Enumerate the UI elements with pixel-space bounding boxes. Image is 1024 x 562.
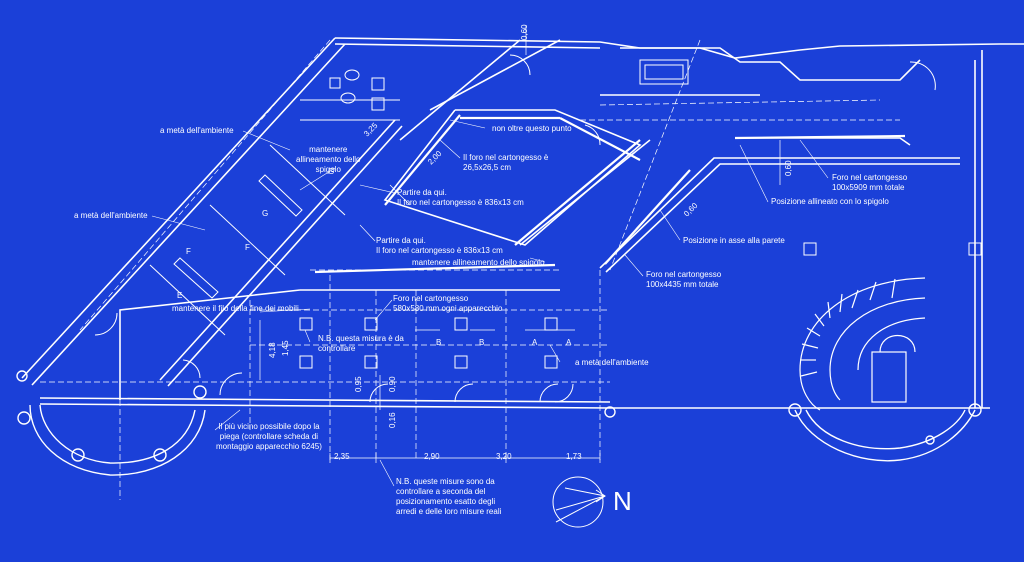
room-g-1: G: [328, 167, 335, 176]
dim-3-20: 3,20: [496, 452, 512, 461]
dim-0-60-top: 0,60: [520, 24, 529, 40]
note-meta-ambiente-3: a metà dell'ambiente: [575, 358, 649, 367]
note-mantenere-allineamento: mantenere allineamento dello spigolo: [296, 145, 361, 174]
note-nb-misura: N.B. questa misura è da controllare: [318, 334, 404, 353]
dim-0-90: 0,90: [388, 376, 397, 392]
dim-a-1: A: [532, 338, 538, 347]
note-meta-ambiente-2: a metà dell'ambiente: [74, 211, 148, 220]
note-foro-5909: Foro nel cartongesso 100x5909 mm totale: [832, 173, 908, 192]
doors: [94, 54, 936, 403]
note-foro-26: Il foro nel cartongesso è 26,5x26,5 cm: [463, 153, 549, 172]
note-foro-4435: Foro nel cartongesso 100x4435 mm totale: [646, 270, 722, 289]
dim-0-95: 0,95: [354, 376, 363, 392]
dim-1-45: 1,45: [281, 340, 290, 356]
dim-0-16: 0,16: [388, 412, 397, 428]
dim-b-1: B: [436, 338, 442, 347]
outer-walls: [21, 37, 1024, 409]
left-round-bay: [16, 370, 207, 476]
dim-b-2: B: [479, 338, 485, 347]
note-meta-ambiente-1: a metà dell'ambiente: [160, 126, 234, 135]
recessed-slots: [314, 114, 906, 274]
bathroom-fixtures: [300, 69, 400, 121]
note-piu-vicino: Il più vicino possibile dopo la piega (c…: [216, 422, 322, 451]
light-fixtures: [299, 59, 982, 369]
dim-1-73: 1,73: [566, 452, 582, 461]
note-partire-1: Partire da qui. Il foro nel cartongesso …: [397, 188, 524, 207]
dim-a-2: A: [566, 338, 572, 347]
note-posizione-asse: Posizione in asse alla parete: [683, 236, 785, 245]
cabinets: [149, 144, 346, 336]
note-posizione-spigolo: Posizione allineato con lo spigolo: [771, 197, 889, 206]
right-round-bay: [604, 403, 982, 462]
dim-2-90: 2,90: [424, 452, 440, 461]
spiral-staircase: [799, 277, 926, 411]
note-mantenere-spigolo: mantenere allineamento dello spigolo: [412, 258, 545, 267]
dim-2-35: 2,35: [334, 452, 350, 461]
note-partire-2: Partire da qui. Il foro nel cartongesso …: [376, 236, 503, 255]
note-foro-580: Foro nel cartongesso 580x580 mm ogni app…: [393, 294, 503, 313]
note-mantenere-filo: mantenere il filo della fine dei mobili: [172, 304, 299, 313]
note-nb-queste: N.B. queste misure sono da controllare a…: [396, 477, 502, 516]
room-f-1: F: [245, 243, 250, 252]
note-non-oltre: non oltre questo punto: [492, 124, 572, 133]
dim-0-60-right: 0,60: [784, 160, 793, 176]
dim-4-18: 4,18: [268, 342, 277, 358]
dimension-lines: [259, 25, 781, 463]
compass-north-label: N: [613, 486, 632, 516]
room-g-2: G: [262, 209, 269, 218]
compass-rose: [552, 476, 606, 528]
leader-lines: [151, 119, 829, 487]
room-e: E: [177, 291, 183, 300]
room-f-2: F: [186, 247, 191, 256]
